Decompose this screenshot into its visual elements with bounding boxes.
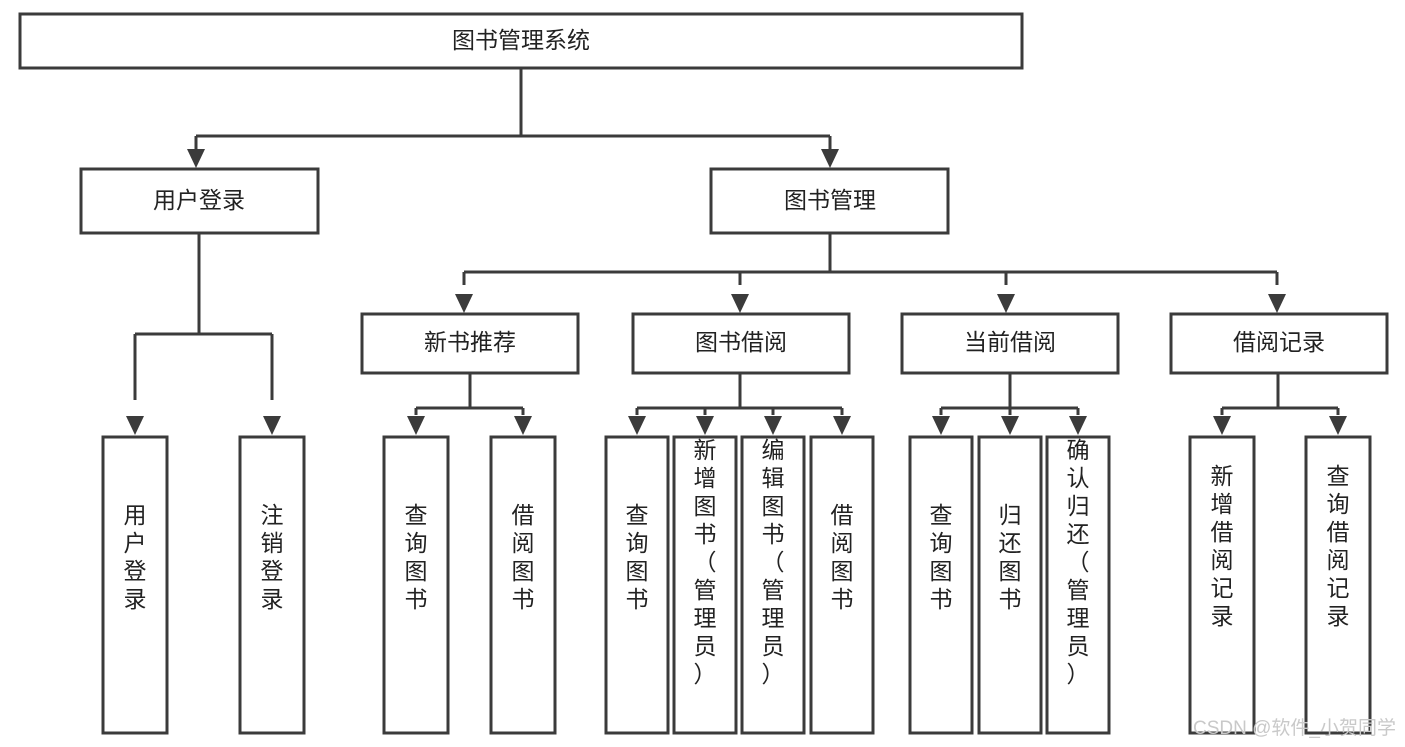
arrow-to-leaf-user-logout	[263, 416, 281, 435]
arrow-to-borrow-record	[1268, 294, 1286, 313]
node-root[interactable]: 图书管理系统	[18, 12, 1024, 70]
arrow-to-leaf-query-book-2	[628, 416, 646, 435]
leaf-query-book-2[interactable]: 查询图书	[604, 435, 670, 735]
leaf-query-book-2-label: 查询图书	[626, 502, 649, 612]
arrow-to-current-borrow	[997, 294, 1015, 313]
leaf-add-record-label: 新增借阅记录	[1211, 463, 1234, 629]
arrow-to-leaf-edit-book	[764, 416, 782, 435]
arrow-to-leaf-query-book-3	[932, 416, 950, 435]
leaf-user-login[interactable]: 用户登录	[101, 435, 169, 735]
csdn-watermark: CSDN @软件_小贺同学	[1193, 717, 1396, 739]
node-borrow-record-label: 借阅记录	[1233, 329, 1325, 355]
connector-userlogin-bus	[133, 233, 274, 400]
leaf-query-book-1[interactable]: 查询图书	[382, 435, 450, 735]
node-current-borrow-label: 当前借阅	[964, 329, 1056, 355]
arrow-to-leaf-confirm-return	[1069, 416, 1087, 435]
leaf-add-book-label: 新增图书（管理员）	[694, 437, 717, 687]
arrow-to-new-book-rec	[455, 294, 473, 313]
arrow-to-leaf-borrow-book-1	[514, 416, 532, 435]
connector-currentborrow-bus	[939, 373, 1080, 415]
leaf-return-book[interactable]: 归还图书	[977, 435, 1043, 735]
leaf-add-book[interactable]: 新增图书（管理员）	[672, 435, 738, 735]
arrow-to-leaf-borrow-book-2	[833, 416, 851, 435]
node-root-label: 图书管理系统	[452, 27, 590, 53]
leaf-query-book-3-label: 查询图书	[930, 502, 953, 612]
arrow-to-book-borrow	[731, 294, 749, 313]
arrow-to-leaf-query-record	[1329, 416, 1347, 435]
leaf-add-record[interactable]: 新增借阅记录	[1188, 435, 1256, 735]
leaf-borrow-book-2[interactable]: 借阅图书	[809, 435, 875, 735]
arrow-to-leaf-query-book-1	[407, 416, 425, 435]
leaf-return-book-label: 归还图书	[999, 502, 1022, 612]
node-user-login[interactable]: 用户登录	[79, 167, 320, 235]
connector-bookborrow-bus	[635, 373, 844, 415]
connector-root-bus	[194, 68, 832, 150]
arrow-to-leaf-add-record	[1213, 416, 1231, 435]
leaf-user-logout-label: 注销登录	[261, 502, 284, 612]
leaf-confirm-return-label: 确认归还（管理员）	[1067, 437, 1090, 687]
leaf-edit-book[interactable]: 编辑图书（管理员）	[740, 435, 806, 735]
node-book-borrow-label: 图书借阅	[695, 329, 787, 355]
connector-bookmanage-bus	[462, 233, 1279, 285]
leaf-user-login-label: 用户登录	[124, 502, 147, 612]
connector-newbookrec-bus	[414, 373, 525, 415]
leaf-borrow-book-1-label: 借阅图书	[512, 502, 535, 612]
node-borrow-record[interactable]: 借阅记录	[1169, 312, 1389, 375]
leaf-query-record-label: 查询借阅记录	[1327, 463, 1350, 629]
leaf-edit-book-label: 编辑图书（管理员）	[762, 437, 785, 687]
arrow-to-leaf-return-book	[1001, 416, 1019, 435]
node-book-borrow[interactable]: 图书借阅	[631, 312, 851, 375]
leaf-borrow-book-2-label: 借阅图书	[831, 502, 854, 612]
arrow-to-book-manage	[821, 149, 839, 168]
leaf-user-logout[interactable]: 注销登录	[238, 435, 306, 735]
node-book-manage-label: 图书管理	[784, 187, 876, 213]
leaf-borrow-book-1[interactable]: 借阅图书	[489, 435, 557, 735]
arrow-to-user-login	[187, 149, 205, 168]
node-current-borrow[interactable]: 当前借阅	[900, 312, 1120, 375]
leaf-query-book-3[interactable]: 查询图书	[908, 435, 974, 735]
node-new-book-rec[interactable]: 新书推荐	[360, 312, 580, 375]
node-book-manage[interactable]: 图书管理	[709, 167, 950, 235]
leaf-query-record[interactable]: 查询借阅记录	[1304, 435, 1372, 735]
arrow-to-leaf-add-book	[696, 416, 714, 435]
arrow-to-leaf-user-login	[126, 416, 144, 435]
leaf-query-book-1-label: 查询图书	[405, 502, 428, 612]
leaf-confirm-return[interactable]: 确认归还（管理员）	[1045, 435, 1111, 735]
node-user-login-label: 用户登录	[153, 187, 245, 213]
connector-borrowrecord-bus	[1220, 373, 1340, 415]
node-new-book-rec-label: 新书推荐	[424, 329, 516, 355]
